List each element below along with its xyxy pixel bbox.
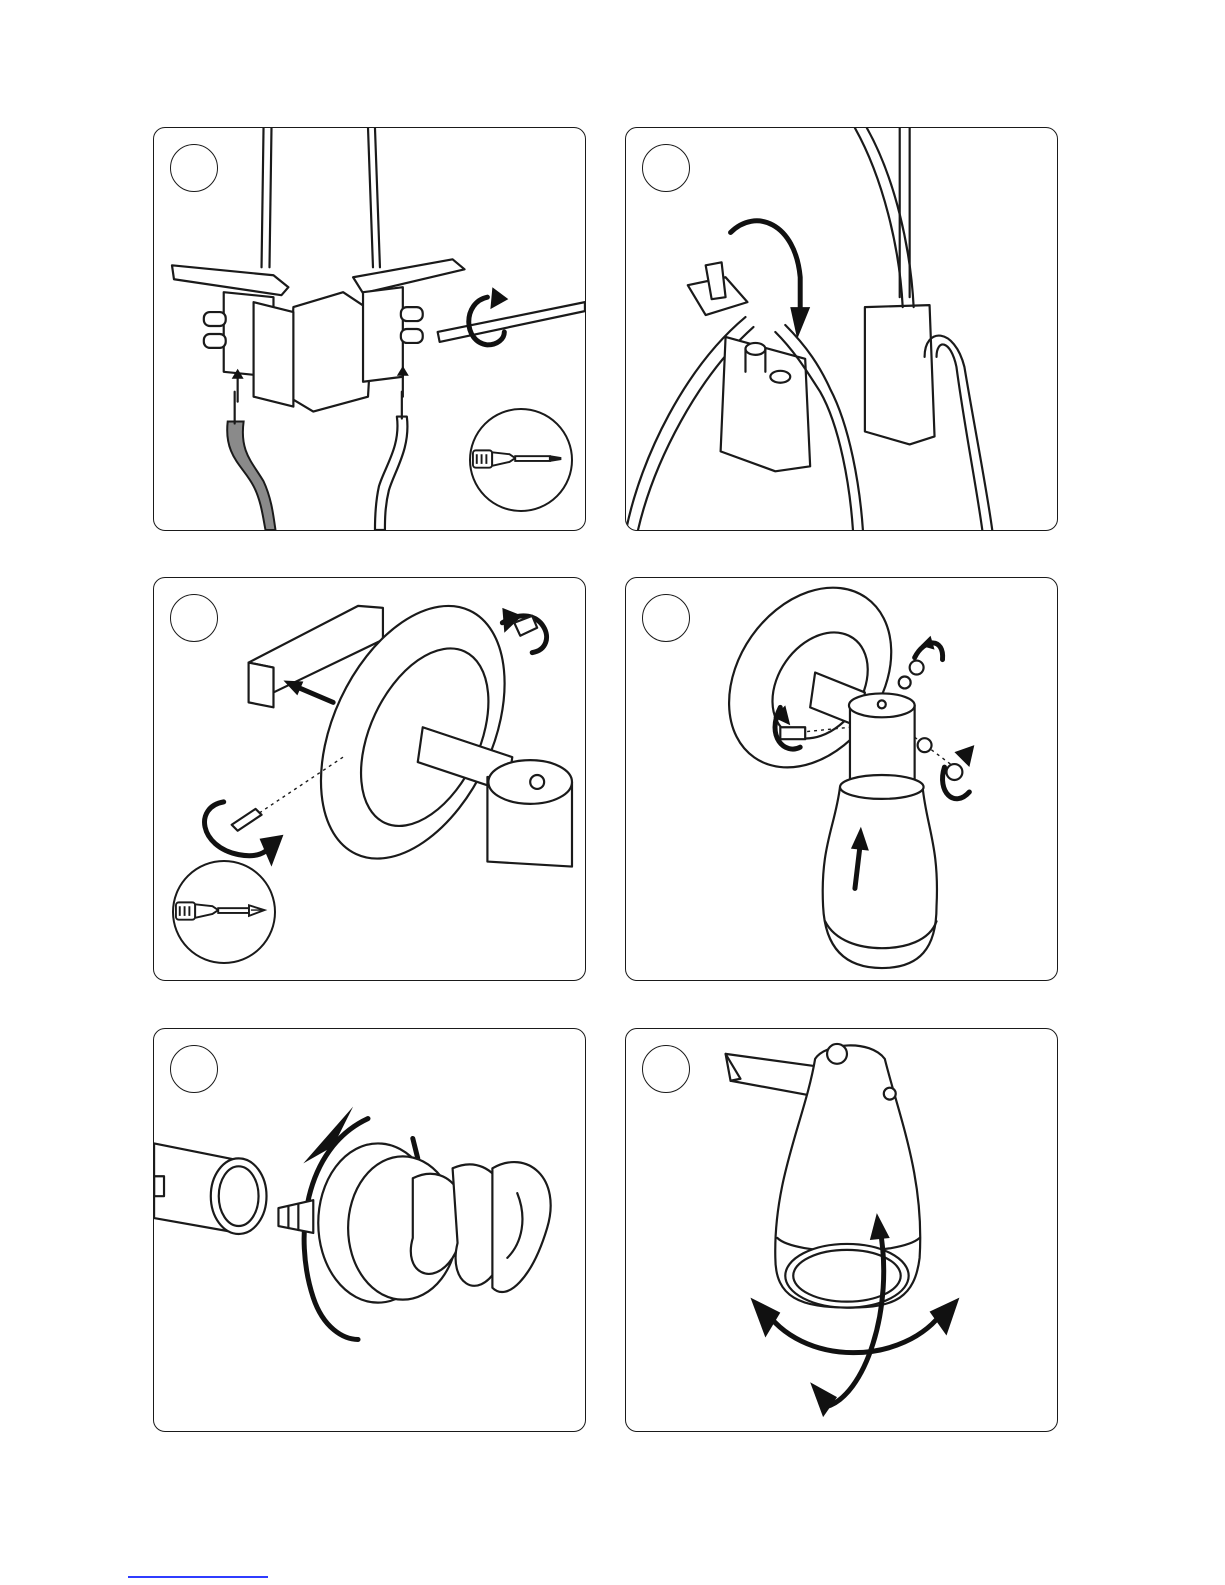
- step-panel-2: [625, 127, 1058, 531]
- step-number-badge-6: [642, 1045, 690, 1093]
- step-panel-1: [153, 127, 586, 531]
- step-number-badge-4: [642, 594, 690, 642]
- shade-adjustment-illustration: [626, 1029, 1057, 1431]
- step-number-badge-1: [170, 144, 218, 192]
- step-panel-6: [625, 1028, 1058, 1432]
- step-panel-4: [625, 577, 1058, 981]
- step-number-badge-3: [170, 594, 218, 642]
- step-number-badge-5: [170, 1045, 218, 1093]
- footer-link-underline: [128, 1576, 268, 1578]
- step-panel-5: [153, 1028, 586, 1432]
- lamp-shade-fixing-illustration: [626, 578, 1057, 980]
- connector-box-illustration: [626, 128, 1057, 530]
- bulb-insertion-illustration: [154, 1029, 585, 1431]
- phillips-screwdriver-inset: [172, 860, 276, 964]
- flat-screwdriver-inset: [469, 408, 573, 512]
- step-number-badge-2: [642, 144, 690, 192]
- step-panel-3: [153, 577, 586, 981]
